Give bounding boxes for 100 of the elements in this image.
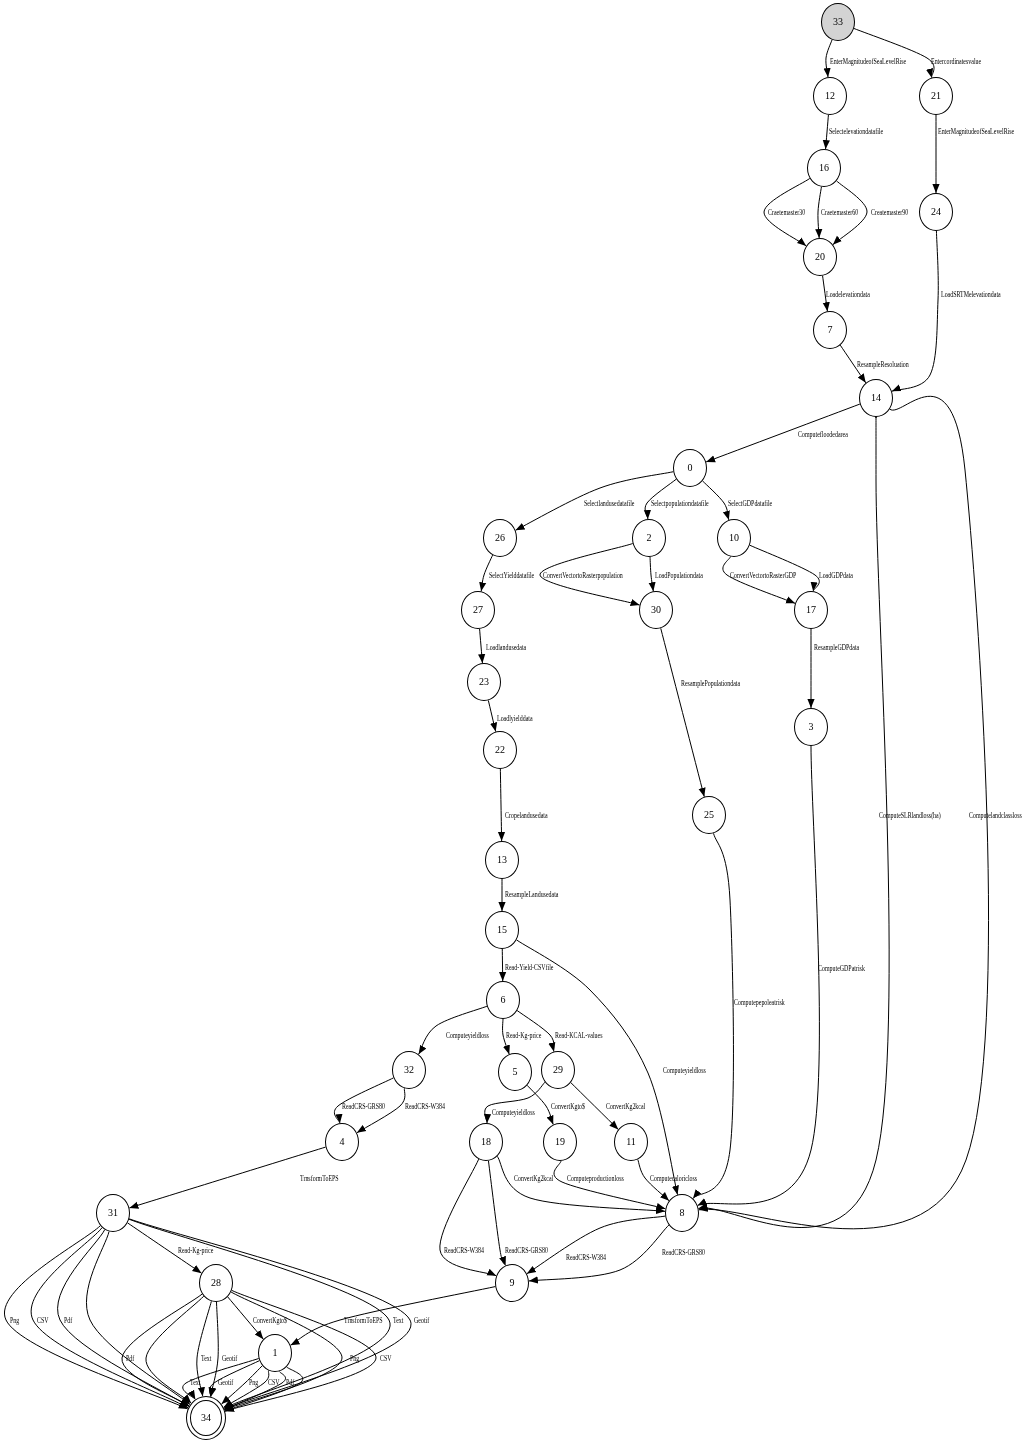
state-circle: 29: [541, 1051, 575, 1089]
arrow: [749, 544, 820, 592]
arrow: [30, 1227, 189, 1409]
arrow: [499, 948, 507, 982]
state-circle: 24: [919, 193, 953, 231]
edge-label: ReadCRS-GRS80: [662, 1247, 705, 1257]
edge-label: Loadelevationdata: [826, 289, 870, 299]
edge-label: Text: [393, 1315, 404, 1325]
arrow: [697, 745, 820, 1207]
state-circle: 3: [794, 708, 828, 746]
arrow: [822, 114, 830, 150]
edge-label: Selectelevationdatafile: [829, 126, 884, 136]
final-state-circle: 34: [186, 1396, 226, 1440]
arrow: [182, 1358, 260, 1400]
state-circle: 27: [461, 591, 495, 629]
edge-label: SelectGDPdatafile: [728, 498, 773, 508]
arrow: [487, 1160, 507, 1266]
arrow: [418, 1005, 488, 1055]
state-circle: 13: [485, 841, 519, 879]
state-circle: 15: [485, 911, 519, 949]
arrow: [698, 395, 989, 1230]
state-circle: 16: [807, 149, 841, 187]
edge-label: CSV: [380, 1353, 392, 1363]
edge-label: CSV: [37, 1315, 49, 1325]
arrow: [86, 1230, 191, 1406]
state-circle: 5: [498, 1053, 532, 1091]
arrow: [722, 556, 796, 604]
edge-label: ReadCRS-GRS80: [505, 1245, 548, 1255]
edge-label: Craetemaster30: [768, 207, 806, 217]
arrow: [692, 832, 734, 1200]
arrow: [642, 478, 677, 520]
state-circle: 30: [639, 591, 673, 629]
state-circle: 0: [673, 449, 707, 487]
edge-label: ResampleResoluation: [857, 359, 909, 369]
arrow: [502, 1018, 510, 1055]
edge-label: Read-Kg-price: [178, 1245, 214, 1255]
arrow: [853, 27, 936, 79]
edge-label: ConvertKgto$: [551, 1101, 585, 1111]
arrow: [479, 554, 494, 592]
edge-label: Png: [249, 1377, 259, 1387]
edge-label: Computeyieldloss: [446, 1030, 489, 1040]
edge-label: ReadCRS-GRS80: [342, 1101, 385, 1111]
state-circle: 12: [813, 77, 847, 115]
edge-label: Png: [10, 1315, 20, 1325]
arrow: [832, 180, 868, 246]
arrow: [815, 186, 823, 239]
arrow: [221, 1365, 263, 1405]
edge-label: LoadSRTMelevationdata: [941, 289, 1001, 299]
state-circle: 25: [692, 796, 726, 834]
arrow: [290, 1286, 496, 1346]
arrow: [705, 403, 861, 463]
edge-label: Geotif: [218, 1377, 234, 1387]
arrow: [227, 1296, 264, 1340]
arrow: [482, 1081, 546, 1124]
arrow: [224, 1291, 343, 1411]
edge-label: EnterMagnitudeofSeaLevelRise: [830, 56, 907, 66]
arrow: [637, 1158, 670, 1202]
arrow: [145, 1295, 205, 1404]
arrow: [702, 480, 731, 521]
arrow: [516, 1010, 557, 1053]
state-circle: 6: [486, 981, 520, 1019]
edge-label: ReadCRS-W384: [444, 1245, 484, 1255]
arrow: [128, 1146, 327, 1209]
edge-label: Png: [350, 1353, 360, 1363]
arrow: [356, 1087, 406, 1134]
edge-label: Geotif: [222, 1353, 238, 1363]
edge-label: Read-Kg-price: [506, 1030, 542, 1040]
edge-label: ConvertKgto$: [253, 1315, 287, 1325]
state-circle: 7: [813, 311, 847, 349]
arrow: [127, 1222, 202, 1274]
arrow: [516, 939, 680, 1196]
edge-label: Craetemaster60: [821, 207, 859, 217]
edge-label: Loadlandusedata: [486, 642, 527, 652]
state-circle: 19: [543, 1123, 577, 1161]
edge-label: Read-KCAL-values: [555, 1030, 603, 1040]
edge-label: Createmaster90: [871, 207, 909, 217]
arrow: [932, 114, 940, 194]
arrow: [822, 275, 830, 312]
arrow: [807, 628, 815, 709]
edge-label: Computefloodedarea: [798, 429, 848, 439]
state-circle: 22: [483, 731, 517, 769]
arrow: [891, 230, 939, 392]
edge-label: Computeyieldloss: [492, 1107, 535, 1117]
arrow: [498, 878, 506, 912]
state-circle: 28: [199, 1264, 233, 1302]
state-circle: 18: [469, 1123, 503, 1161]
arrow: [660, 627, 706, 798]
edge-label: LoadPopulationdata: [655, 570, 703, 580]
edge-label: ResampleLandusedata: [505, 889, 559, 899]
edge-label: ConvertVectortoRasterpopulation: [543, 570, 623, 580]
edge-label: Computelandclassloss: [969, 810, 1022, 820]
state-circle: 2: [632, 519, 666, 557]
edge-label: Computecaloricloss: [650, 1173, 698, 1183]
arrow: [496, 1155, 666, 1215]
edge-label: Selectpopulationdatafile: [651, 498, 709, 508]
state-circle: 9: [495, 1264, 529, 1302]
edge-label: ComputeSLRlandloss(ha): [879, 810, 941, 820]
state-circle: 23: [467, 663, 501, 701]
arrow: [487, 699, 498, 733]
edge-label: Text: [201, 1353, 212, 1363]
